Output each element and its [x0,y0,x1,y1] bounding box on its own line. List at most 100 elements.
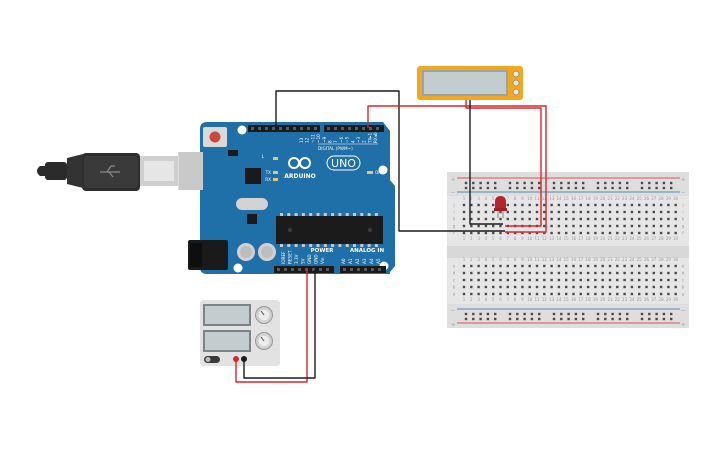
breadboard-hole[interactable] [470,203,473,207]
breadboard-hole[interactable] [557,203,561,207]
breadboard-hole[interactable] [674,285,677,289]
rail-hole[interactable] [567,181,570,185]
header-pin[interactable] [307,127,310,130]
breadboard-hole[interactable] [659,210,663,214]
breadboard-hole[interactable] [543,231,546,235]
breadboard-hole[interactable] [557,264,561,268]
breadboard-hole[interactable] [462,271,466,275]
breadboard-hole[interactable] [674,210,677,214]
breadboard-hole[interactable] [594,292,597,296]
rail-hole[interactable] [574,317,578,321]
breadboard-hole[interactable] [645,264,648,268]
breadboard-hole[interactable] [484,210,488,214]
header-pin[interactable] [334,127,337,130]
rail-hole[interactable] [494,181,497,185]
breadboard-hole[interactable] [645,217,648,221]
rail-hole[interactable] [479,312,482,316]
breadboard-hole[interactable] [623,292,626,296]
rail-hole[interactable] [530,312,534,316]
breadboard-hole[interactable] [557,217,561,221]
breadboard-hole[interactable] [557,210,561,214]
usb-cable[interactable] [37,152,200,191]
breadboard-hole[interactable] [492,224,495,228]
breadboard-hole[interactable] [638,203,641,207]
breadboard-hole[interactable] [579,285,582,289]
breadboard-hole[interactable] [645,203,648,207]
rail-hole[interactable] [464,317,468,321]
rail-hole[interactable] [626,317,629,321]
breadboard-hole[interactable] [470,285,473,289]
breadboard-hole[interactable] [513,285,517,289]
breadboard-hole[interactable] [462,264,466,268]
rail-hole[interactable] [648,317,651,321]
breadboard-hole[interactable] [623,264,626,268]
breadboard-hole[interactable] [535,210,539,214]
breadboard-hole[interactable] [667,285,670,289]
rail-hole[interactable] [640,181,644,185]
breadboard-hole[interactable] [623,278,626,282]
breadboard-hole[interactable] [557,231,561,235]
header-pin[interactable] [300,127,303,130]
breadboard-hole[interactable] [579,292,582,296]
rail-hole[interactable] [523,181,526,185]
breadboard-hole[interactable] [492,231,495,235]
breadboard-hole[interactable] [638,278,641,282]
breadboard-hole[interactable] [659,224,663,228]
breadboard-hole[interactable] [543,278,546,282]
rail-hole[interactable] [655,317,658,321]
breadboard-hole[interactable] [572,264,575,268]
breadboard-hole[interactable] [579,224,582,228]
rail-hole[interactable] [494,312,497,316]
rail-hole[interactable] [552,181,556,185]
breadboard-hole[interactable] [645,292,648,296]
breadboard-hole[interactable] [608,203,612,207]
breadboard-hole[interactable] [608,278,612,282]
breadboard-hole[interactable] [608,264,612,268]
breadboard-hole[interactable] [506,203,509,207]
breadboard-hole[interactable] [550,271,553,275]
rail-hole[interactable] [567,186,570,190]
breadboard-hole[interactable] [462,217,466,221]
breadboard-hole[interactable] [572,271,575,275]
breadboard-hole[interactable] [550,224,553,228]
header-pin[interactable] [369,127,372,130]
probe-terminal[interactable] [512,88,520,96]
rail-hole[interactable] [486,186,490,190]
breadboard-hole[interactable] [630,231,634,235]
breadboard-hole[interactable] [572,203,575,207]
breadboard-hole[interactable] [499,292,502,296]
breadboard-hole[interactable] [492,278,495,282]
rail-hole[interactable] [640,317,644,321]
breadboard-hole[interactable] [470,278,473,282]
breadboard-hole[interactable] [484,217,488,221]
breadboard-hole[interactable] [601,264,604,268]
rail-hole[interactable] [523,317,526,321]
rail-hole[interactable] [508,312,512,316]
breadboard-hole[interactable] [623,210,626,214]
rail-hole[interactable] [508,317,512,321]
breadboard-hole[interactable] [579,203,582,207]
breadboard-hole[interactable] [630,203,634,207]
rail-hole[interactable] [486,317,490,321]
rail-hole[interactable] [648,181,651,185]
breadboard-hole[interactable] [565,203,568,207]
rail-hole[interactable] [494,186,497,190]
breadboard-hole[interactable] [535,217,539,221]
breadboard-hole[interactable] [601,210,604,214]
breadboard-hole[interactable] [492,285,495,289]
breadboard-hole[interactable] [477,285,480,289]
breadboard-hole[interactable] [601,203,604,207]
breadboard-hole[interactable] [623,271,626,275]
breadboard-hole[interactable] [630,271,634,275]
breadboard-hole[interactable] [506,231,509,235]
breadboard-hole[interactable] [565,292,568,296]
breadboard-hole[interactable] [608,224,612,228]
breadboard-hole[interactable] [630,210,634,214]
breadboard-hole[interactable] [638,231,641,235]
breadboard-hole[interactable] [521,264,524,268]
breadboard-hole[interactable] [462,285,466,289]
header-pin[interactable] [314,127,317,130]
breadboard-hole[interactable] [645,278,648,282]
breadboard-hole[interactable] [535,271,539,275]
breadboard-hole[interactable] [674,264,677,268]
